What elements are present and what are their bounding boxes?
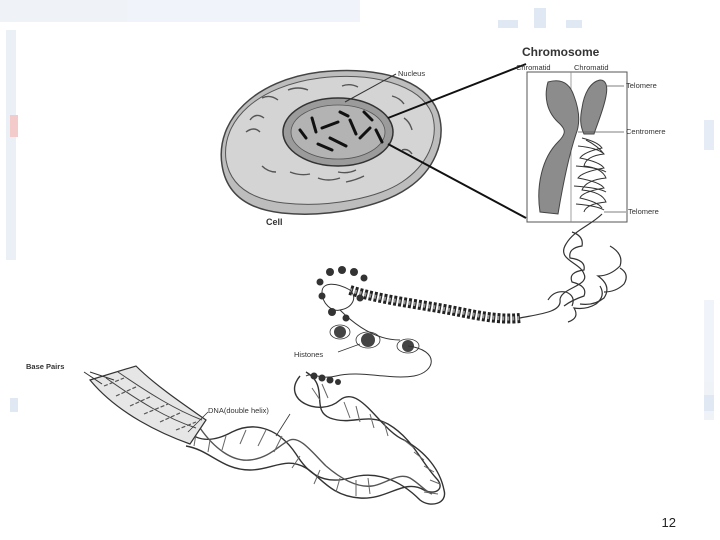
slide-page-number: 12 <box>661 515 676 530</box>
cell-organelles <box>245 84 413 183</box>
chromosome-panel <box>526 71 628 223</box>
solenoid-fiber <box>348 285 521 324</box>
nucleosome-loops <box>305 266 432 385</box>
dna-double-helix <box>172 371 446 505</box>
centromere-label: Centromere <box>626 127 666 136</box>
zoom-lines <box>387 63 527 219</box>
nucleus-leader-line <box>344 73 397 103</box>
dna-leader-lines <box>187 411 291 437</box>
chromatin-fiber <box>519 213 627 323</box>
nucleus-label: Nucleus <box>398 69 425 78</box>
nucleus-chromosomes <box>298 110 384 152</box>
chromatid-right-label: Chromatid <box>574 63 609 72</box>
chromosome-title: Chromosome <box>522 45 600 59</box>
histones-label: Histones <box>294 350 323 359</box>
slide-background-decoration <box>0 0 714 420</box>
cell-illustration <box>220 69 442 215</box>
histones-leader-line <box>337 343 361 353</box>
telomere-top-label: Telomere <box>626 81 657 90</box>
dna-double-helix-label: DNA(double helix) <box>208 406 269 415</box>
cell-label: Cell <box>266 217 283 227</box>
base-pairs-label: Base Pairs <box>26 362 64 371</box>
chromatid-coil <box>573 137 607 213</box>
chromatid-left-label: Chromatid <box>516 63 551 72</box>
telomere-bottom-label: Telomere <box>628 207 659 216</box>
base-pairs-section <box>83 365 207 445</box>
